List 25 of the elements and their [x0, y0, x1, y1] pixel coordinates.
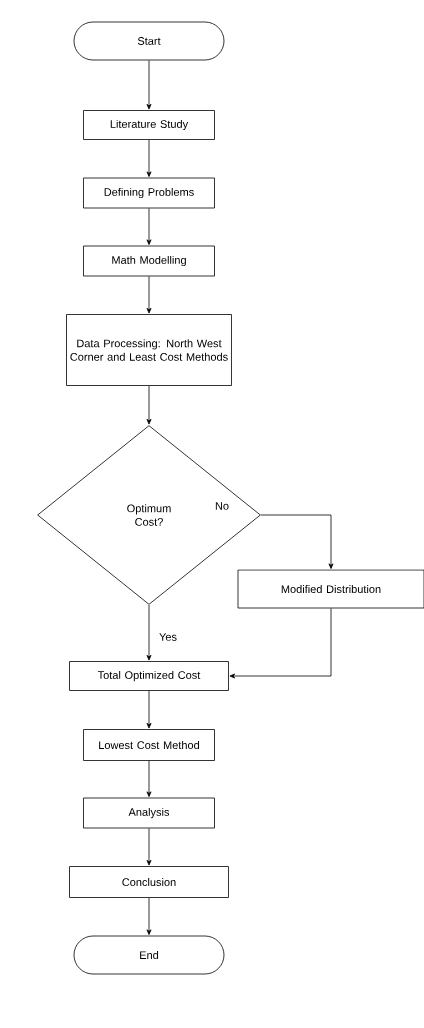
arrow [146, 897, 152, 935]
process-box: Defining Problems [83, 177, 215, 209]
arrow [146, 139, 152, 177]
process-box: Analysis [83, 797, 215, 829]
arrow [229, 608, 332, 679]
edge-label: No [213, 501, 231, 511]
process-box: Literature Study [83, 110, 215, 140]
arrow [146, 208, 152, 245]
arrow [146, 604, 152, 661]
process-box: Conclusion [69, 866, 229, 898]
arrow [260, 514, 334, 569]
arrow [146, 690, 152, 729]
process-box: Math Modelling [83, 245, 215, 277]
edge-label: Yes [158, 632, 178, 642]
arrow [146, 760, 152, 797]
process-box: Lowest Cost Method [83, 729, 215, 761]
arrow [146, 276, 152, 314]
process-box: Modified Distribution [237, 569, 424, 609]
process-box: Total Optimized Cost [69, 661, 229, 691]
arrow [146, 385, 152, 425]
arrow [146, 60, 152, 110]
process-box: Data Processing: North West Corner and Least Cost Methods [66, 314, 232, 386]
end-terminal: End [73, 935, 225, 975]
arrow [146, 828, 152, 866]
start-terminal: Start [73, 21, 225, 61]
